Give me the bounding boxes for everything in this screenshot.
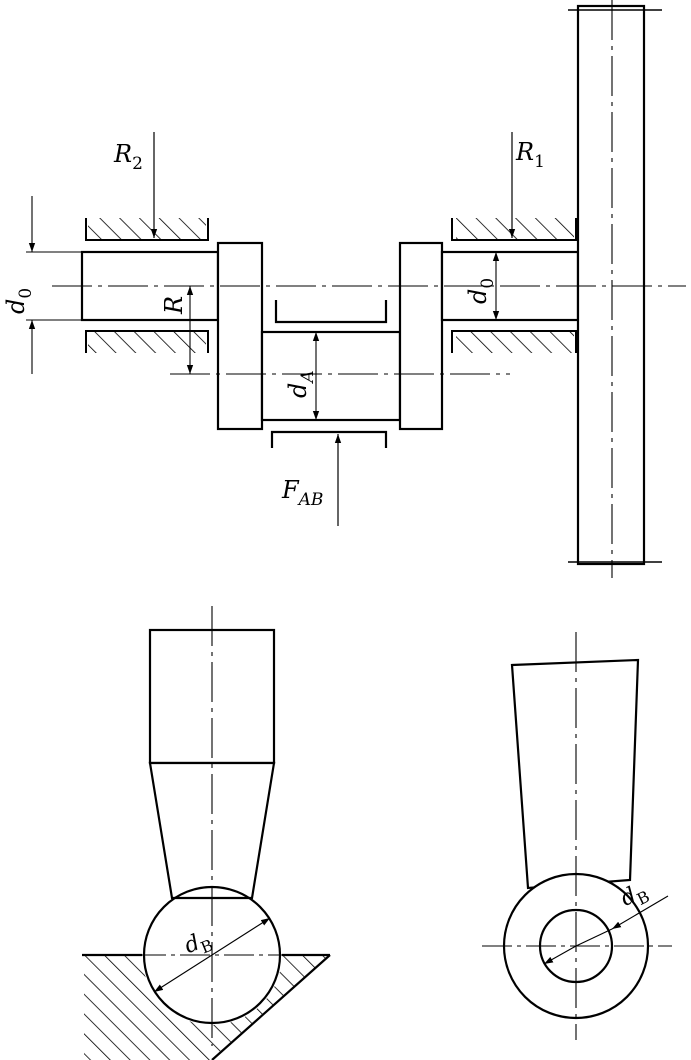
centre-lines-top	[52, 0, 686, 578]
dimension-dB-left	[153, 917, 271, 993]
label-R2: R2	[113, 140, 143, 174]
label-dA: dA	[284, 370, 318, 398]
label-d0-right: d0	[464, 278, 498, 304]
crankshaft-assembly	[80, 4, 662, 566]
right-upper-bearing	[451, 218, 577, 241]
label-d0-left: d0	[2, 288, 36, 314]
left-upper-bearing	[85, 218, 209, 241]
crank-pin	[260, 330, 402, 422]
flywheel-disc	[568, 4, 662, 566]
dimension-d0-left	[26, 196, 82, 374]
rod-end-on-support	[82, 628, 331, 1060]
label-FAB: FAB	[281, 476, 323, 510]
rod-body	[510, 658, 640, 890]
dimension-dB-right	[543, 895, 669, 965]
right-crank-web	[398, 241, 444, 431]
label-R1: R1	[515, 138, 545, 172]
label-R: R	[160, 296, 188, 315]
rod-bearing-upper-shell	[274, 300, 388, 324]
left-crank-web	[216, 241, 264, 431]
centre-lines-bottom-left	[136, 606, 290, 1046]
left-lower-bearing	[85, 330, 209, 353]
rod-bearing-lower-shell	[270, 430, 388, 448]
right-lower-bearing	[451, 330, 577, 353]
